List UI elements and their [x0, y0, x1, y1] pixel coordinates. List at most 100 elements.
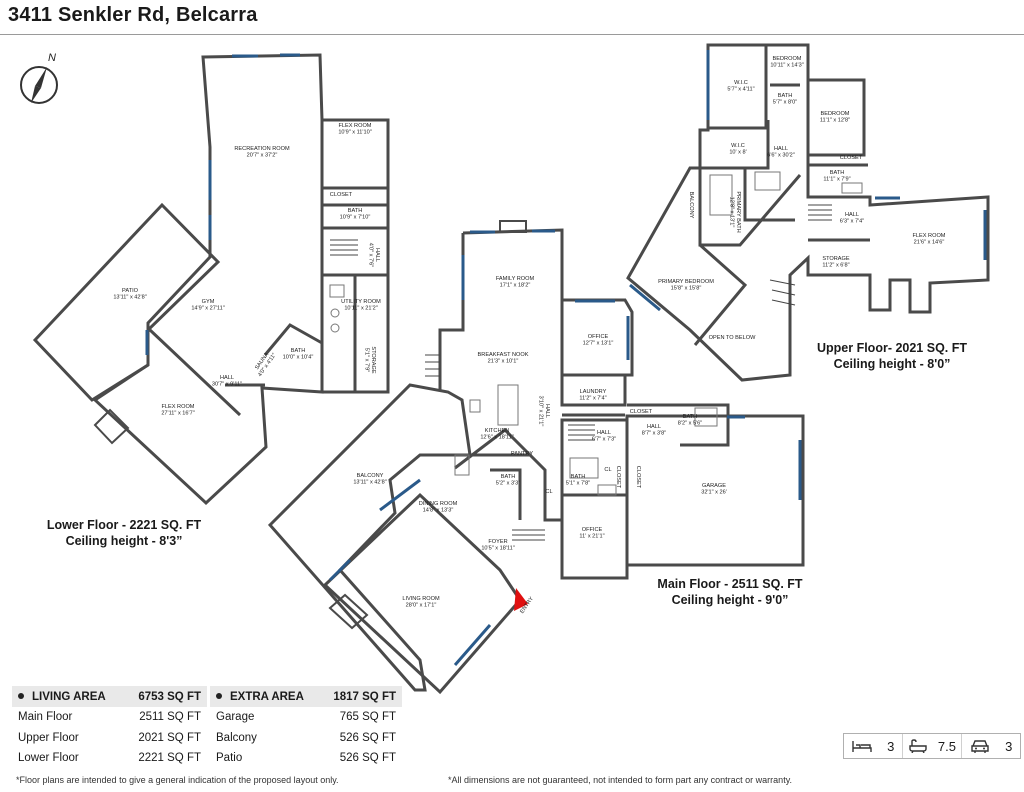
room-dimensions: 3'10" x 21'1" [538, 396, 544, 427]
lower-room-label: STORAGE5'1" x 7'9" [364, 346, 377, 374]
fixtures [329, 171, 863, 496]
room-dimensions: 13'11" x 42'8" [353, 480, 386, 486]
upper-floor-area: Upper Floor- 2021 SQ. FT [816, 341, 968, 355]
room-dimensions: 11' x 21'1" [579, 534, 604, 540]
main-room-label: CLOSET [635, 466, 641, 489]
room-name: BREAKFAST NOOK [478, 352, 529, 358]
room-name: FLEX ROOM [162, 404, 195, 410]
room-dimensions: 30'7" x 9'11" [212, 382, 242, 388]
room-name: CL [545, 489, 552, 495]
room-dimensions: 8'7" x 3'8" [642, 431, 666, 437]
room-name: OFFICE [588, 334, 609, 340]
compass-icon: N [20, 52, 58, 104]
row-label: Upper Floor [18, 731, 79, 744]
main-room-label: CLOSET [630, 409, 653, 415]
room-name: CLOSET [635, 466, 641, 489]
room-dimensions: 13'11" x 42'8" [113, 295, 146, 301]
room-name: BATH [830, 170, 845, 176]
room-dimensions: 8'2" x 5'6" [678, 421, 702, 427]
baths-stat: 7.5 [903, 734, 962, 758]
room-name: HALL [374, 248, 380, 262]
room-name: CLOSET [630, 409, 653, 415]
room-dimensions: 14'8" x 13'3" [423, 508, 454, 514]
room-name: LIVING ROOM [402, 596, 440, 602]
room-name: UTILITY ROOM [341, 299, 381, 305]
room-dimensions: 11'1" x 12'8" [820, 118, 850, 124]
room-dimensions: 11'1" x 7'9" [823, 177, 850, 183]
main-room-label: CLOSET [615, 466, 621, 489]
room-name: BALCONY [357, 473, 384, 479]
main-floor-ceiling: Ceiling height - 9'0” [671, 593, 789, 607]
room-name: HALL [597, 430, 611, 436]
room-dimensions: 10'5" x 18'11" [481, 546, 514, 552]
room-dimensions: 20'7" x 37'2" [247, 153, 278, 159]
room-name: FLEX ROOM [913, 233, 946, 239]
room-dimensions: 5'1" x 7'8" [566, 481, 590, 487]
footer-disclaimer-left: *Floor plans are intended to give a gene… [16, 775, 339, 785]
room-dimensions: 4'0" x 7'6" [368, 243, 374, 267]
windows [145, 50, 987, 666]
room-dimensions: 10'0" x 10'4" [283, 355, 314, 361]
room-dimensions: 5'7" x 8'0" [773, 100, 797, 106]
room-dimensions: 21'3" x 10'1" [488, 359, 519, 365]
lower-floor-ceiling: Ceiling height - 8'3” [65, 534, 183, 548]
room-name: HALL [220, 375, 234, 381]
lower-room-label: CLOSET [330, 192, 353, 198]
room-name: KITCHEN [485, 428, 510, 434]
room-name: STORAGE [822, 256, 850, 262]
room-dimensions: 10' x 8' [729, 150, 746, 156]
room-name: CLOSET [330, 192, 353, 198]
bullet-icon [18, 693, 24, 700]
main-room-label: CL [604, 467, 611, 473]
room-dimensions: 6'3" x 7'4" [840, 219, 864, 225]
main-room-label: PANTRY [511, 451, 533, 457]
room-name: FOYER [488, 539, 507, 545]
row-value: 2021 SQ FT [138, 731, 201, 744]
stairs [330, 204, 832, 541]
title-divider [0, 34, 1024, 35]
room-name: BATH [291, 348, 306, 354]
room-dimensions: 12'6" x 18'11" [480, 435, 513, 441]
room-dimensions: 11'2" x 6'8" [822, 263, 849, 269]
room-name: BATH [348, 208, 363, 214]
room-name: GYM [202, 299, 215, 305]
room-name: BEDROOM [821, 111, 850, 117]
main-floor-caption: Main Floor - 2511 SQ. FT Ceiling height … [650, 576, 810, 608]
room-dimensions: 6'6" x 30'2" [767, 153, 795, 159]
baths-count: 7.5 [937, 738, 956, 754]
row-value: 765 SQ FT [339, 711, 396, 724]
room-name: CLOSET [840, 155, 863, 161]
room-dimensions: 12'8" x 13'1" [729, 197, 735, 228]
room-name: W.I.C [731, 143, 745, 149]
main-room-label: HALL3'10" x 21'1" [538, 396, 551, 427]
room-name: PATIO [122, 288, 139, 294]
room-name: PRIMARY BEDROOM [658, 279, 714, 285]
upper-floor-caption: Upper Floor- 2021 SQ. FT Ceiling height … [812, 340, 972, 372]
room-name: BATH [683, 414, 698, 420]
room-dimensions: 10'9" x 11'10" [338, 130, 371, 136]
room-dimensions: 12'7" x 13'1" [583, 341, 614, 347]
page-title: 3411 Senkler Rd, Belcarra [8, 4, 258, 26]
room-dimensions: 14'9" x 27'11" [191, 306, 224, 312]
bathtub-icon [909, 739, 927, 753]
